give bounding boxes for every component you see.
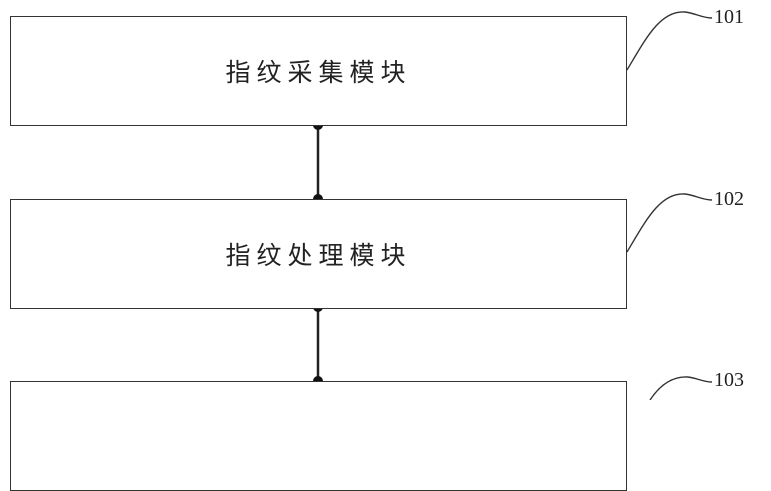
leader-line-101	[626, 11, 713, 71]
module-label: 指纹处理模块	[225, 241, 412, 270]
leader-line-103	[649, 376, 713, 400]
module-label: 指纹采集模块	[225, 58, 412, 87]
third-module-box	[10, 381, 627, 491]
reference-numeral-103: 103	[714, 369, 744, 391]
fingerprint-capture-module-box: 指纹采集模块	[10, 16, 627, 126]
leader-line-102	[626, 193, 713, 253]
fingerprint-processing-module-box: 指纹处理模块	[10, 199, 627, 309]
block-diagram: 指纹采集模块 指纹处理模块 101 102 103	[10, 6, 744, 491]
reference-numeral-102: 102	[714, 188, 744, 210]
reference-numeral-101: 101	[714, 6, 744, 28]
